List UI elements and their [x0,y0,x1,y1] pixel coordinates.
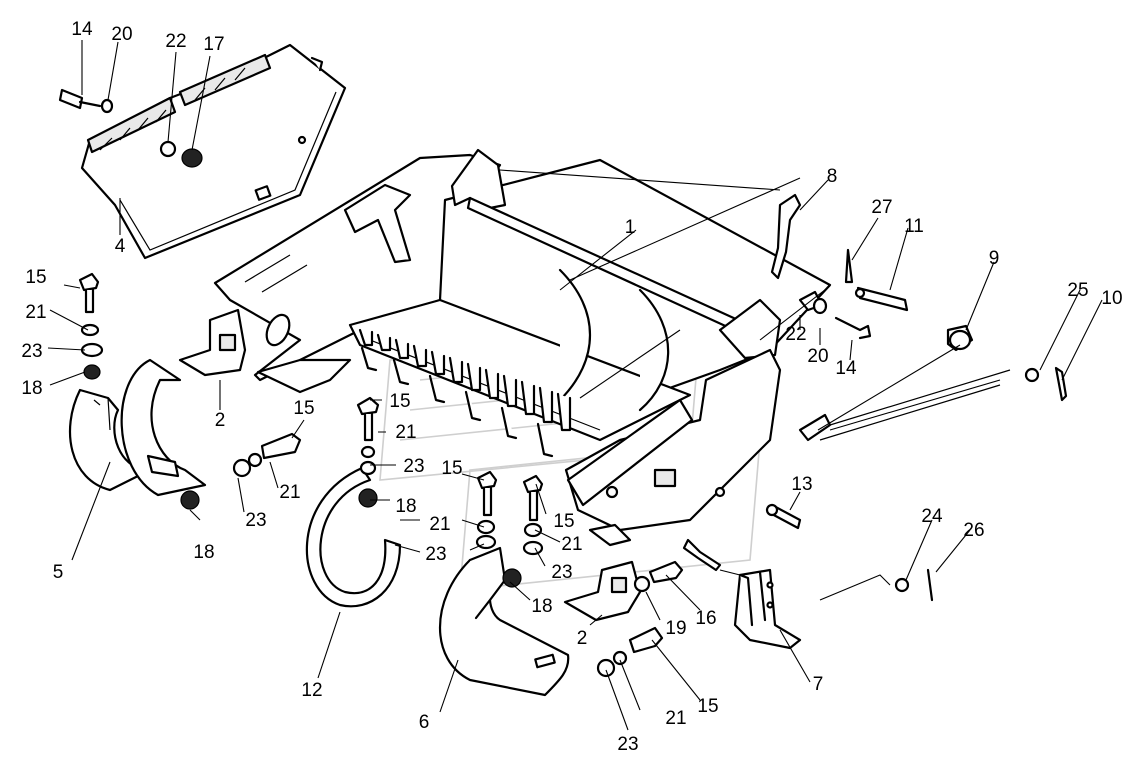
label-23-left: 23 [21,341,42,362]
bolts-center [78,272,722,678]
label-25: 25 [1067,280,1088,301]
label-9: 9 [989,248,1000,269]
label-21-left: 21 [25,302,46,323]
label-20-top: 20 [111,24,132,45]
label-23-mid-left: 23 [245,510,266,531]
label-10: 10 [1101,288,1122,309]
label-23-center: 23 [403,456,424,477]
pins-and-clips [844,248,1068,602]
label-26: 26 [963,520,984,541]
label-14-top: 14 [71,19,93,40]
label-15-center: 15 [389,391,410,412]
label-15-mid-left: 15 [293,398,314,419]
guard-part-5 [68,358,207,510]
label-21-lower: 21 [429,514,450,535]
bracket-part-8 [770,193,802,280]
callout-labels: 14 20 22 17 4 15 21 23 18 5 2 15 21 23 1… [21,19,1122,755]
guard-cover-part-4 [80,43,347,260]
label-21-mid-left: 21 [279,482,300,503]
label-24: 24 [921,506,943,527]
label-27: 27 [871,197,892,218]
label-21-center: 21 [395,422,416,443]
label-13: 13 [791,474,812,495]
label-18-lower: 18 [531,596,552,617]
strap-part-12 [305,460,402,608]
label-22-right: 22 [785,324,806,345]
axle-rod [765,286,1011,530]
label-23-lower: 23 [425,544,446,565]
label-20-right: 20 [807,346,828,367]
label-19: 19 [665,618,686,639]
label-22-top: 22 [165,31,186,52]
label-14-right: 14 [835,358,857,379]
leader-lines [47,40,1103,731]
label-7: 7 [813,674,824,695]
label-18-left: 18 [21,378,42,399]
label-15-lower: 15 [441,458,462,479]
clamp-part-2-right [563,560,642,622]
stand-part-7 [733,568,802,650]
label-21-lower-right: 21 [561,534,582,555]
clamp-part-2-left [178,308,247,377]
label-4: 4 [115,236,126,257]
label-23-lower-right: 23 [551,562,572,583]
label-8: 8 [827,166,838,187]
label-15-bottom: 15 [697,696,718,717]
label-5: 5 [53,562,64,583]
label-2-left: 2 [215,410,226,431]
guard-part-6 [439,546,570,697]
label-15-left: 15 [25,267,46,288]
label-18-center: 18 [395,496,416,517]
label-11: 11 [904,216,924,237]
label-2-right: 2 [577,628,588,649]
label-21-bottom: 21 [665,708,686,729]
label-6: 6 [419,712,430,733]
label-16: 16 [695,608,716,629]
label-17: 17 [203,34,224,55]
label-15-lower-right: 15 [553,511,574,532]
label-18-mid-left: 18 [193,542,214,563]
drum-body-part-1 [213,148,832,547]
label-1: 1 [625,217,636,238]
label-23-bottom: 23 [617,734,638,755]
label-12: 12 [301,680,322,701]
